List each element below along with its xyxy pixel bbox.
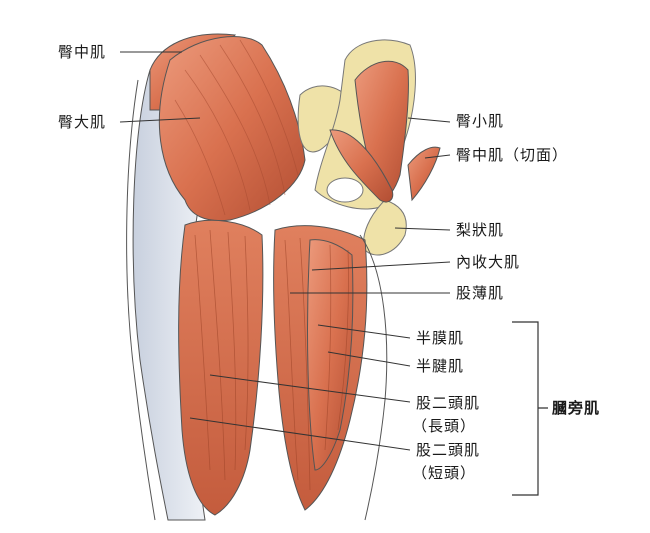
label-semimembranosus: 半膜肌 (416, 329, 465, 347)
hamstring-bracket (512, 321, 548, 496)
label-gracilis: 股薄肌 (456, 284, 505, 302)
piriformis-shape (329, 129, 394, 203)
label-hamstrings: 膕旁肌 (552, 399, 601, 417)
inner-leg-outline (359, 234, 388, 521)
biceps-femoris-shape (178, 219, 264, 516)
label-gluteus-minimus: 臀小肌 (456, 112, 505, 130)
label-piriformis: 梨狀肌 (456, 221, 505, 239)
label-biceps-long: 股二頭肌 (416, 394, 481, 412)
label-gluteus-medius-cut: 臀中肌（切面） (456, 146, 569, 164)
outer-leg-outline (126, 79, 156, 521)
gluteus-medius-cut-shape (407, 146, 441, 202)
label-gluteus-maximus: 臀大肌 (58, 113, 107, 131)
label-biceps-short-note: （短頭） (412, 464, 477, 482)
label-biceps-short: 股二頭肌 (416, 441, 481, 459)
label-gluteus-medius: 臀中肌 (58, 43, 107, 61)
femur-head (363, 199, 407, 256)
gluteus-maximus-shape (158, 36, 306, 222)
label-adductor-magnus: 內收大肌 (456, 253, 521, 271)
label-biceps-long-note: （長頭） (412, 417, 477, 435)
label-semitendinosus: 半腱肌 (416, 357, 465, 375)
leader-lines (119, 51, 451, 451)
